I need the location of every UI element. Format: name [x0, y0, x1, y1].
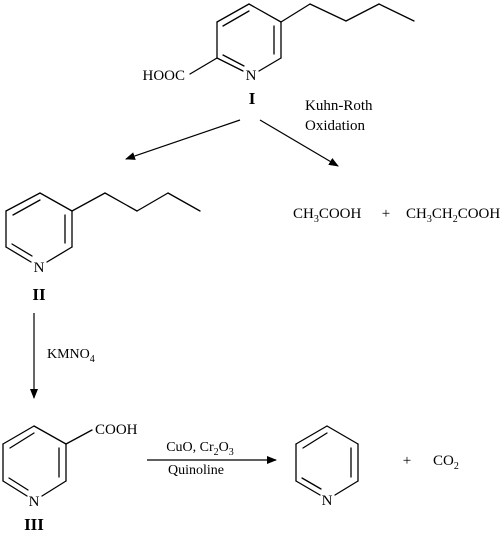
compound-III-ring-nitrogen: N [29, 494, 40, 510]
co2-formula: CO2 [433, 453, 459, 472]
pyridine-ring-nitrogen: N [322, 493, 333, 509]
kmno4-reagent-label: KMNO4 [47, 347, 95, 365]
compound-I-ring-nitrogen: N [246, 68, 257, 84]
propionic-acid-formula: CH3CH2COOH [406, 206, 500, 225]
compound-III-structure [2, 425, 93, 497]
pyridine-structure [295, 425, 359, 496]
compound-I-structure [189, 3, 415, 75]
arrow-to-acid-products [259, 119, 339, 167]
arrow-to-compound-II [125, 119, 241, 160]
acetic-acid-formula: CH3COOH [293, 206, 362, 225]
kuhn-roth-label-line1: Kuhn-Roth [305, 98, 373, 114]
compound-III-carboxyl-label: COOH [95, 422, 138, 438]
plus-sign-2: + [403, 453, 411, 469]
decarboxylation-reagent-label: CuO, Cr2O3 [166, 440, 234, 458]
compound-III-number: III [24, 515, 44, 534]
quinoline-solvent-label: Quinoline [168, 463, 224, 478]
compound-II-structure [5, 192, 201, 263]
compound-I-number: I [249, 89, 256, 108]
compound-II-number: II [32, 285, 46, 304]
compound-II-ring-nitrogen: N [34, 260, 45, 276]
plus-sign-1: + [382, 206, 390, 222]
compound-I-carboxyl-label: HOOC [142, 68, 185, 84]
kuhn-roth-label-line2: Oxidation [305, 118, 365, 134]
